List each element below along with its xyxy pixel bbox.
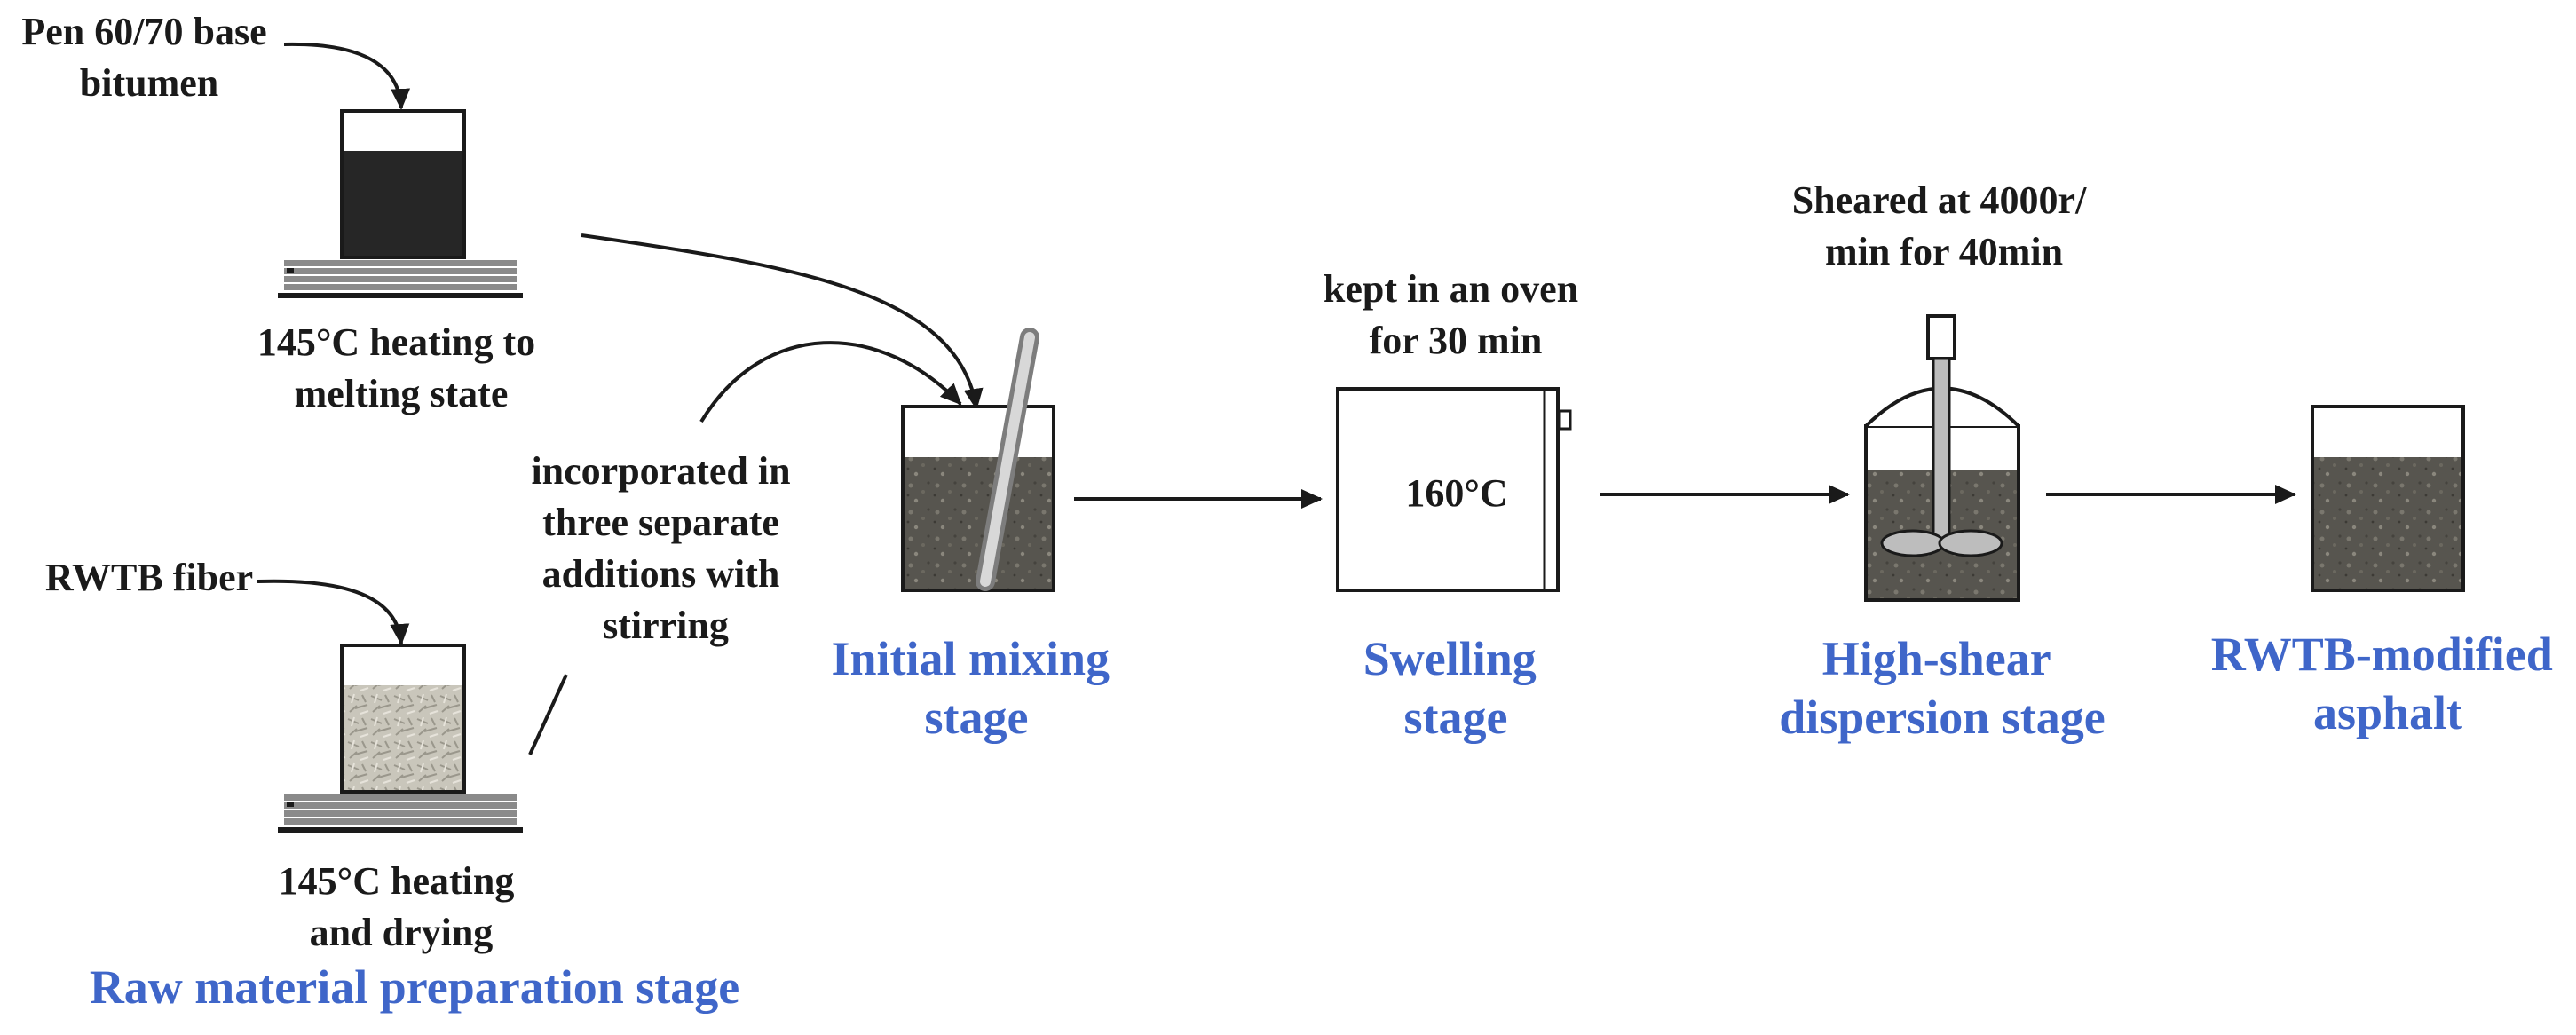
bitumen-to-mix-arrow <box>581 233 984 410</box>
oven-note: kept in an oven for 30 min <box>1324 267 1588 362</box>
final-beaker-icon <box>2311 405 2465 592</box>
fiber-to-mix-arrow <box>699 341 962 423</box>
shear-mixer-icon <box>1864 314 2020 602</box>
bitumen-input-arrow <box>283 42 411 110</box>
bitumen-beaker-icon <box>340 109 466 259</box>
fiber-label: RWTB fiber <box>45 556 253 599</box>
fiber-beaker-icon <box>340 644 466 794</box>
final-product-title: RWTB-modified asphalt <box>2211 628 2565 739</box>
addition-note: incorporated in three separate additions… <box>531 449 800 647</box>
oven-icon <box>1336 387 1572 592</box>
raw-material-stage-title: Raw material preparation stage <box>90 960 739 1014</box>
mixing-beaker-icon <box>901 405 1055 592</box>
swelling-stage-title: Swelling stage <box>1363 632 1549 744</box>
hot-plate-icon <box>278 794 523 833</box>
initial-mixing-stage-title: Initial mixing stage <box>831 632 1121 744</box>
fiber-input-arrow <box>257 579 410 645</box>
fiber-connector-line <box>528 674 568 755</box>
bitumen-heating-label: 145°C heating to melting state <box>257 320 545 415</box>
high-shear-stage-title: High-shear dispersion stage <box>1779 632 2106 744</box>
oven-temperature: 160°C <box>1405 471 1507 515</box>
stirring-rod-icon <box>976 328 1039 591</box>
bitumen-label: Pen 60/70 base bitumen <box>21 10 276 105</box>
hot-plate-icon <box>278 260 523 298</box>
shear-note: Sheared at 4000r/ min for 40min <box>1792 178 2097 273</box>
fiber-heating-label: 145°C heating and drying <box>279 859 525 954</box>
